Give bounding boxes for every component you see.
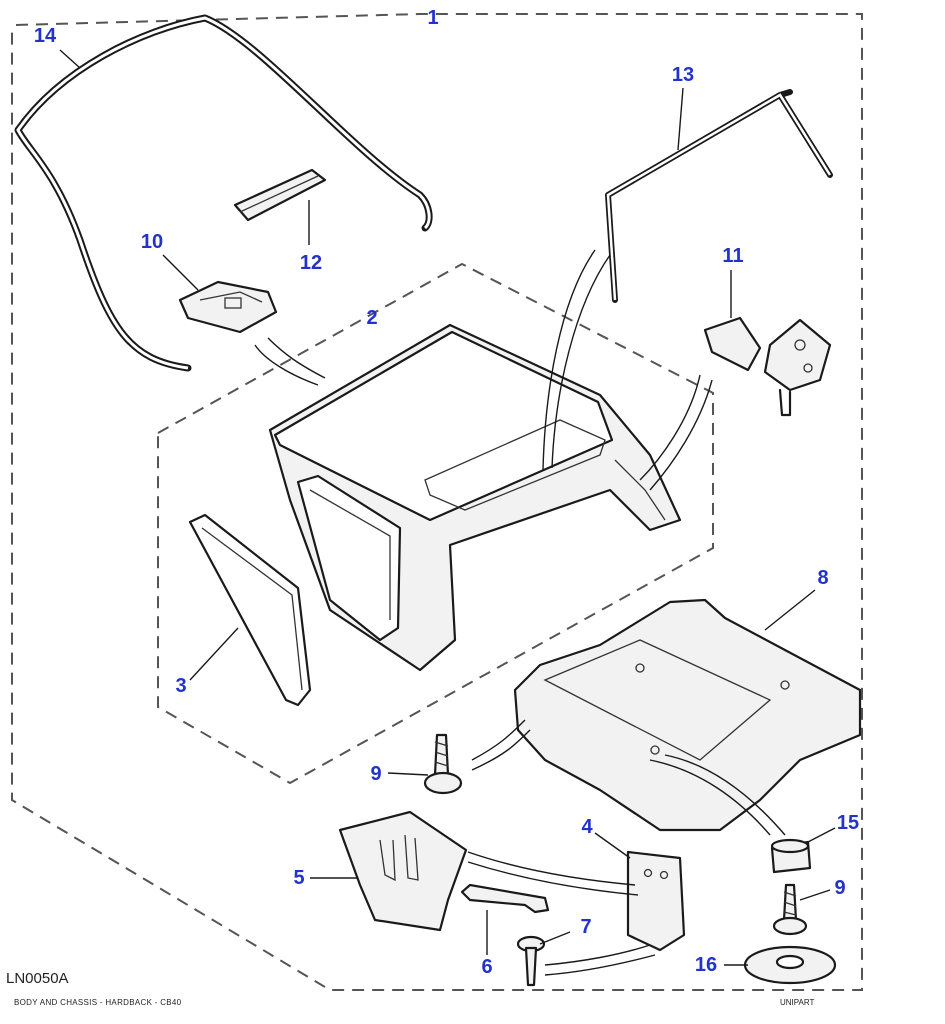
callout-15: 15 bbox=[837, 812, 859, 834]
callout-leaders bbox=[59, 49, 836, 966]
part-washer bbox=[743, 945, 837, 985]
assembly-boundary-inner bbox=[157, 262, 714, 785]
callout-9-right: 9 bbox=[834, 877, 845, 899]
brand-label: UNIPART bbox=[780, 998, 815, 1007]
part-screw-right bbox=[772, 883, 808, 936]
part-hard-top bbox=[268, 323, 682, 672]
callout-7: 7 bbox=[580, 916, 591, 938]
callout-1: 1 bbox=[427, 7, 438, 29]
callout-labels: 1 2 3 4 5 6 7 8 9 9 10 11 12 13 14 15 16 bbox=[34, 7, 859, 978]
part-latch bbox=[178, 280, 278, 334]
assembly-lines bbox=[254, 249, 786, 976]
part-support-bracket bbox=[626, 850, 686, 952]
callout-8: 8 bbox=[817, 567, 828, 589]
callout-6: 6 bbox=[481, 956, 492, 978]
callout-14: 14 bbox=[34, 25, 57, 47]
figure-caption: BODY AND CHASSIS - HARDBACK - CB40 bbox=[14, 998, 182, 1007]
part-bush bbox=[770, 838, 812, 874]
part-clip-bracket bbox=[338, 810, 468, 932]
callout-3: 3 bbox=[175, 675, 186, 697]
callout-13: 13 bbox=[672, 64, 694, 86]
callout-2: 2 bbox=[366, 307, 377, 329]
part-rear-frame-rail bbox=[605, 89, 833, 303]
part-windscreen-seal bbox=[14, 14, 433, 372]
part-trim-strip bbox=[233, 168, 327, 222]
part-headlining bbox=[513, 598, 862, 832]
callout-11: 11 bbox=[722, 245, 743, 267]
callout-16: 16 bbox=[695, 954, 717, 976]
part-push-fastener bbox=[516, 935, 546, 987]
callout-4: 4 bbox=[581, 816, 593, 838]
part-small-clip bbox=[460, 883, 550, 914]
figure-code: LN0050A bbox=[6, 970, 69, 987]
part-screw-left bbox=[423, 733, 463, 795]
part-hinge-bracket bbox=[703, 316, 832, 417]
callout-12: 12 bbox=[300, 252, 322, 274]
callout-9-left: 9 bbox=[370, 763, 381, 785]
part-side-window bbox=[188, 513, 312, 707]
assembly-boundary-outer bbox=[11, 13, 863, 991]
callout-5: 5 bbox=[293, 867, 304, 889]
callout-10: 10 bbox=[141, 231, 163, 253]
